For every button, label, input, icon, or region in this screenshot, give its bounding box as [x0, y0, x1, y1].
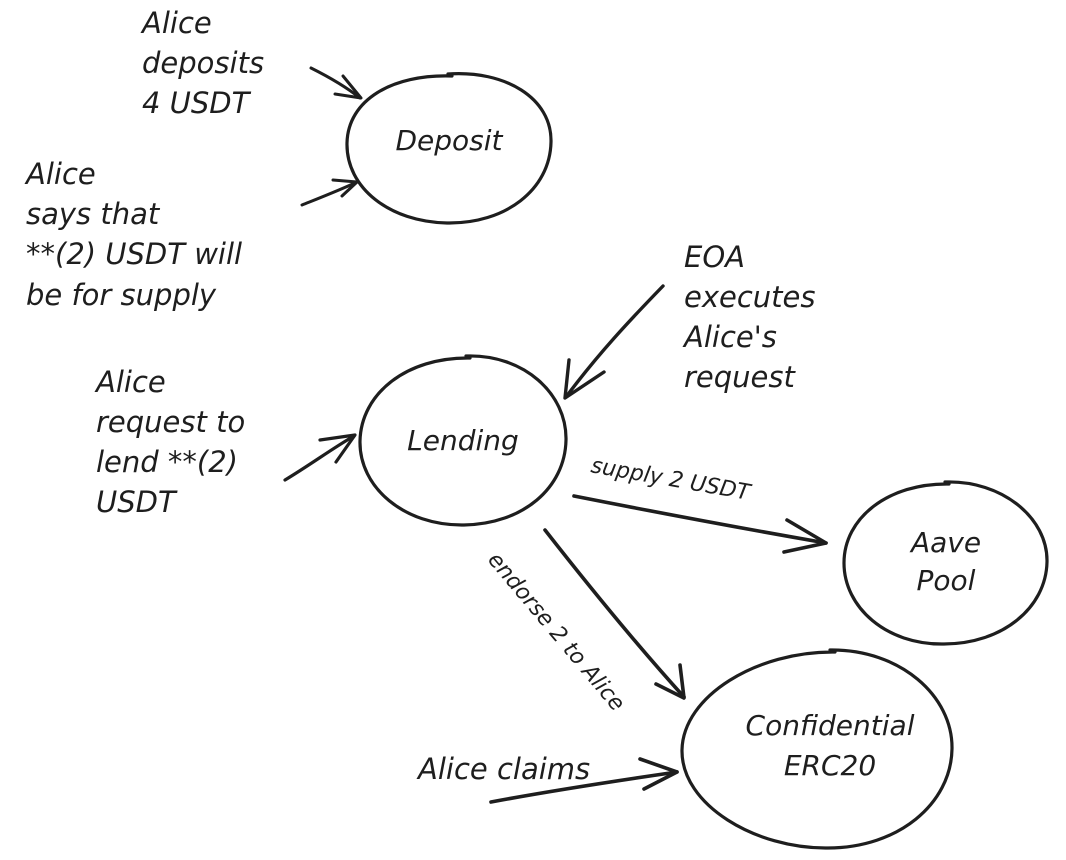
note-alice-request: Alice request to lend **(2) USDT — [94, 365, 245, 519]
arrow-lending-to-erc20 — [543, 528, 686, 700]
note-alice-says: Alice says that **(2) USDT will be for s… — [24, 157, 242, 312]
note-line: Alice — [140, 6, 212, 40]
note-line: lend **(2) — [96, 445, 238, 479]
note-line: request to — [96, 405, 245, 439]
aave-label-line2: Pool — [917, 564, 976, 597]
arrow-deposit-in-2 — [300, 178, 359, 207]
note-line: EOA — [684, 240, 745, 274]
note-line: be for supply — [26, 278, 217, 312]
note-line: says that — [26, 197, 161, 231]
arrow-claims-to-erc20 — [489, 757, 679, 804]
deposit-label: Deposit — [395, 124, 503, 157]
note-line: Alice's — [682, 320, 777, 354]
erc20-label-line2: ERC20 — [784, 749, 876, 782]
note-alice-deposits: Alice deposits 4 USDT — [140, 6, 264, 120]
note-line: Alice — [24, 157, 96, 191]
note-alice-claims: Alice claims — [416, 752, 590, 786]
arrow-deposit-in-1 — [309, 66, 363, 100]
note-line: USDT — [96, 485, 178, 519]
erc20-label-line1: Confidential — [746, 709, 915, 742]
arrow-eoa-to-lending — [563, 284, 665, 400]
confidential-erc20-node: Confidential ERC20 — [680, 648, 954, 850]
note-line: Alice — [94, 365, 166, 399]
deposit-node: Deposit — [345, 72, 553, 225]
note-line: executes — [684, 280, 816, 314]
note-eoa-executes: EOA executes Alice's request — [682, 240, 816, 394]
aave-label-line1: Aave — [909, 526, 981, 559]
lending-label: Lending — [407, 424, 519, 457]
aave-pool-node: Aave Pool — [842, 480, 1049, 646]
arrow-request-to-lending — [283, 433, 357, 482]
lending-node: Lending — [358, 354, 568, 527]
edge-label-supply: supply 2 USDT — [589, 453, 753, 506]
arrow-lending-to-aave — [572, 494, 828, 554]
note-line: 4 USDT — [142, 86, 252, 120]
note-line: deposits — [142, 46, 264, 80]
note-line: request — [684, 360, 797, 394]
note-line: **(2) USDT will — [26, 237, 242, 271]
edge-label-endorse: endorse 2 to Alice — [482, 548, 629, 716]
